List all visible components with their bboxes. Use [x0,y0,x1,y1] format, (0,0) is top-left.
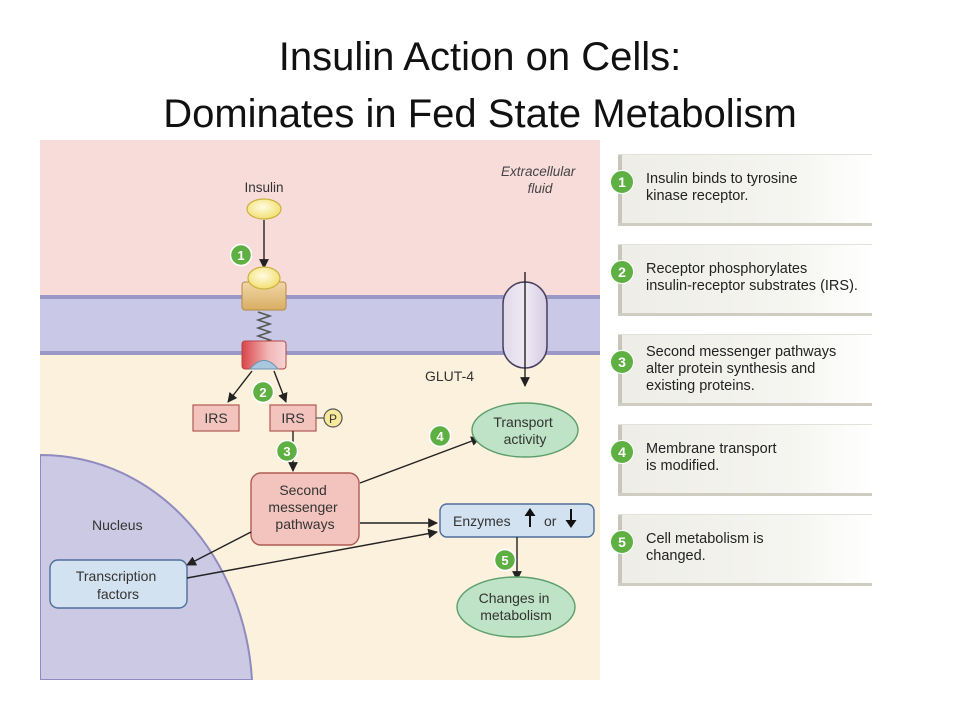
phosphate-circle [323,408,343,428]
bound-insulin [247,266,281,290]
changes-metabolism-label: Changes in metabolism [479,590,554,623]
title-line-2: Dominates in Fed State Metabolism [163,92,797,136]
step-text-5: Cell metabolism is changed. [646,531,764,564]
down-arrow-icon [565,509,577,528]
step-text-2: Receptor phosphorylates insulin-receptor… [646,261,858,294]
svg-text:5: 5 [501,553,508,568]
step-number-2: 2 [610,260,634,284]
glut4-label: GLUT-4 [425,368,474,384]
phosphate-label: P [329,412,337,426]
insulin-action-diagram: Nucleus Extracellular fluid Insulin IRS … [40,140,600,680]
step-badge-2: 2 [251,380,275,404]
insulin-molecule [246,198,282,220]
changes-metabolism-oval [456,576,576,638]
step-card-5: 5 Cell metabolism is changed. [610,515,872,583]
step-badge-4: 4 [428,424,452,448]
irs-box [192,404,240,432]
irs-phosphorylated-box [269,404,317,432]
transport-activity-oval [471,402,579,458]
svg-text:4: 4 [436,429,444,444]
step-card-1: 1 Insulin binds to tyrosine kinase recep… [610,155,872,223]
step-number-1: 1 [610,170,634,194]
step-badge-3: 3 [275,439,299,463]
extracellular-label: Extracellular fluid [501,164,579,196]
step-number-3: 3 [610,350,634,374]
extracellular-fluid-region [40,140,600,295]
svg-text:3: 3 [283,444,290,459]
step-card-3: 3 Second messenger pathways alter protei… [610,335,872,403]
insulin-label: Insulin [244,180,283,195]
enzymes-label: Enzymes [453,513,511,529]
transcription-factors-label: Transcription factors [76,568,160,602]
step-text-1: Insulin binds to tyrosine kinase recepto… [646,171,798,204]
step-badge-5: 5 [493,548,517,572]
second-messenger-label: Second messenger pathways [268,482,341,532]
step-card-4: 4 Membrane transport is modified. [610,425,872,493]
step-card-2: 2 Receptor phosphorylates insulin-recept… [610,245,872,313]
irs-label: IRS [204,410,227,426]
second-messenger-box [250,472,360,546]
title-line-1: Insulin Action on Cells: [278,35,682,79]
or-label: or [544,513,557,529]
step-number-4: 4 [610,440,634,464]
transcription-factors-box [49,559,188,609]
up-arrow-icon [524,508,536,527]
step-text-4: Membrane transport is modified. [646,441,777,474]
svg-text:1: 1 [237,248,244,263]
irs-p-label: IRS [281,410,304,426]
nucleus-label: Nucleus [92,517,143,533]
step-text-3: Second messenger pathways alter protein … [646,344,837,394]
svg-text:2: 2 [259,385,266,400]
step-number-5: 5 [610,530,634,554]
step-badge-1: 1 [229,243,253,267]
transport-activity-label: Transport activity [493,414,556,447]
